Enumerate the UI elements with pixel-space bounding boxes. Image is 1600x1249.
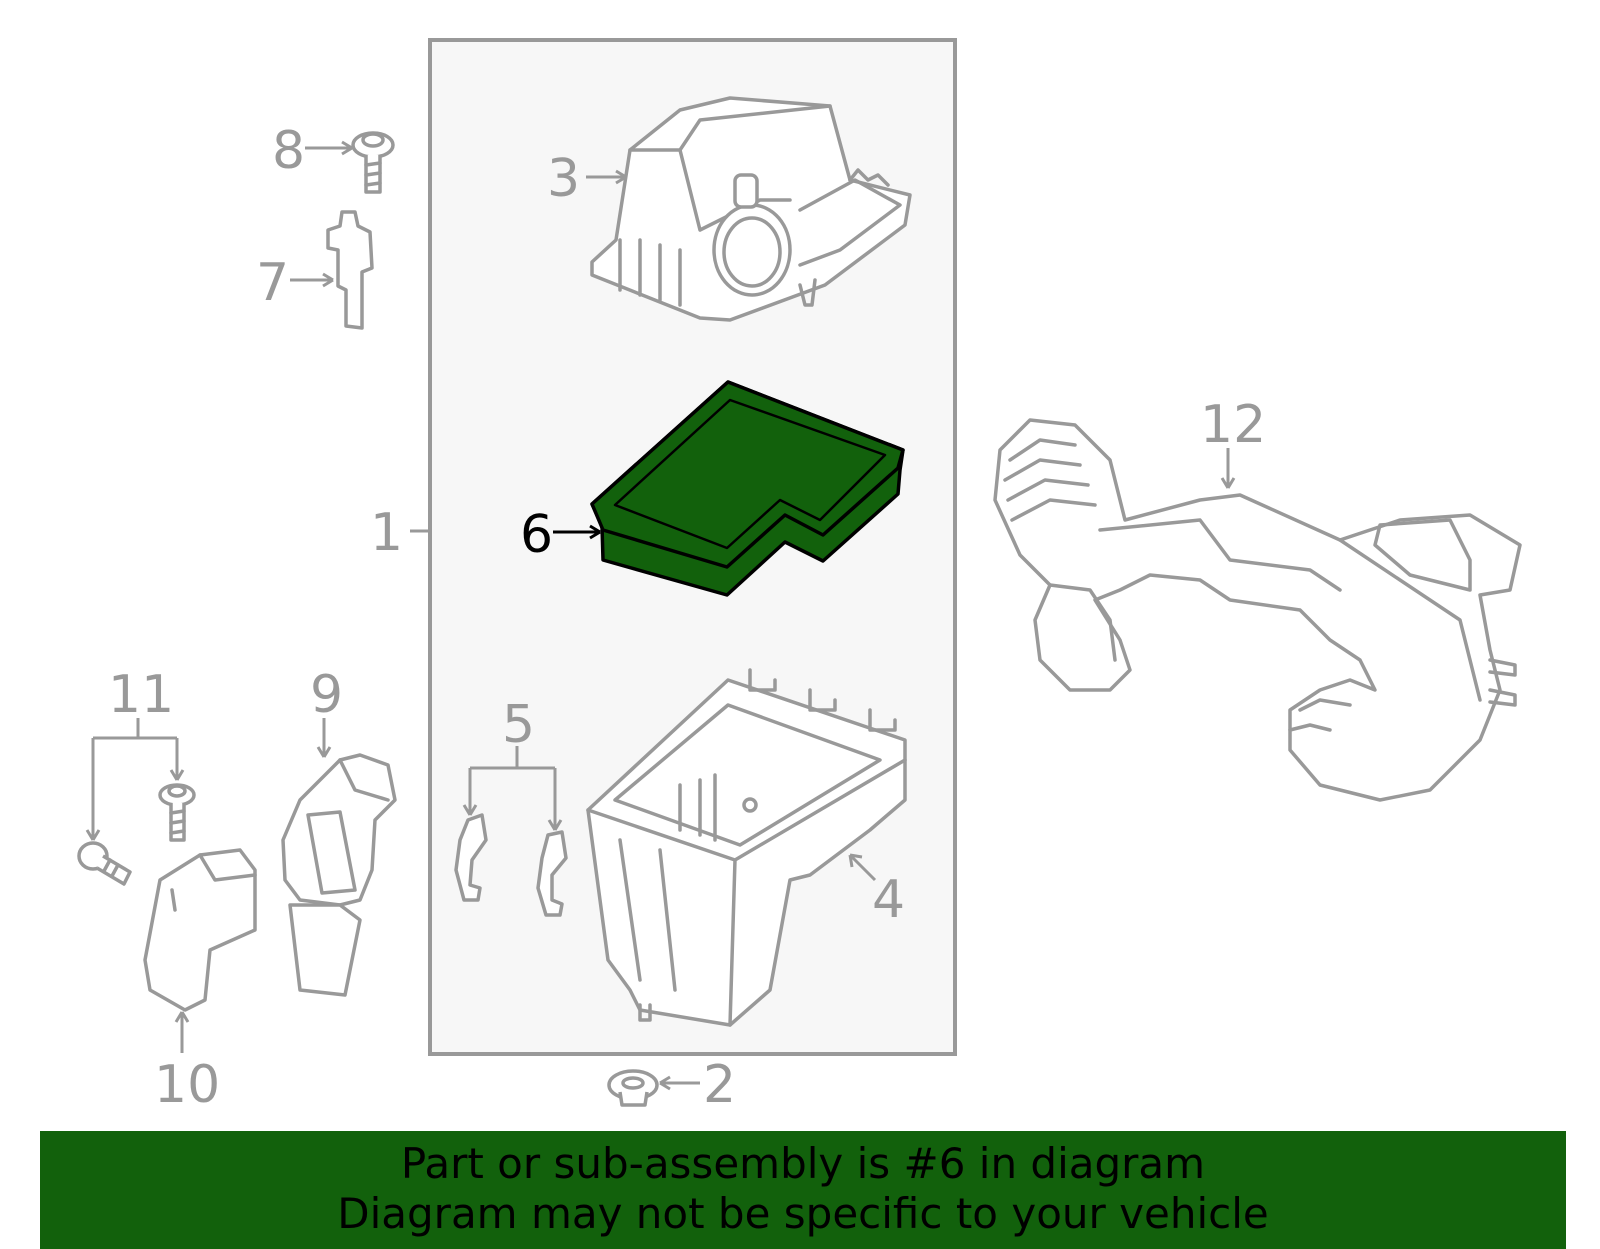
banner-line-2: Diagram may not be specific to your vehi…: [337, 1189, 1269, 1238]
callout-9: 9: [310, 665, 343, 725]
callout-10: 10: [154, 1055, 220, 1115]
callout-11: 11: [108, 665, 174, 725]
part-6-air-filter-element[interactable]: [590, 380, 905, 597]
leader-12: [1220, 448, 1236, 489]
leader-lines: [85, 140, 1236, 1091]
banner-line-1: Part or sub-assembly is #6 in diagram: [400, 1139, 1206, 1188]
callout-3: 3: [547, 149, 580, 209]
part-10-duct[interactable]: [143, 848, 257, 1012]
leader-10: [174, 1011, 190, 1053]
part-8-bolt[interactable]: [351, 131, 395, 194]
leader-11: [85, 718, 185, 841]
part-5-clip-right[interactable]: [536, 830, 568, 917]
leader-5: [462, 746, 563, 831]
leader-3: [586, 169, 627, 185]
leader-9: [316, 718, 332, 758]
leader-4: [848, 853, 877, 882]
part-11-screw-left[interactable]: [77, 841, 132, 886]
leader-7: [290, 272, 334, 288]
callout-12: 12: [1200, 395, 1266, 455]
leader-6: [553, 524, 601, 540]
leader-8: [305, 140, 353, 156]
part-9-intake-duct[interactable]: [281, 753, 397, 997]
callout-1: 1: [370, 503, 403, 563]
callout-5: 5: [502, 695, 535, 755]
leader-2: [659, 1075, 700, 1091]
callout-6: 6: [520, 505, 553, 565]
part-2-grommet[interactable]: [607, 1069, 659, 1107]
callout-8: 8: [272, 121, 305, 181]
info-banner: Part or sub-assembly is #6 in diagram Di…: [40, 1131, 1566, 1249]
part-11-screw-right[interactable]: [158, 783, 196, 842]
callout-2: 2: [703, 1055, 736, 1115]
part-7-bracket[interactable]: [326, 210, 374, 330]
part-3-upper-cover[interactable]: [590, 96, 912, 322]
part-4-lower-housing[interactable]: [586, 668, 907, 1027]
callout-4: 4: [872, 870, 905, 930]
callout-7: 7: [256, 253, 289, 313]
part-12-intake-hose[interactable]: [993, 418, 1522, 802]
part-5-clip-left[interactable]: [454, 813, 488, 902]
